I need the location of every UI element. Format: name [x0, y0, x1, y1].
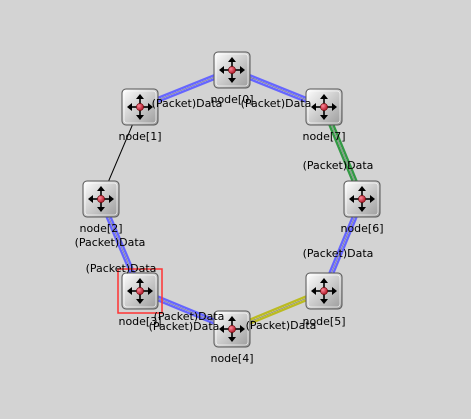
node-label: node[3] — [118, 315, 161, 328]
node-label: node[5] — [302, 315, 345, 328]
router-node5[interactable]: node[5] — [302, 272, 346, 328]
packet-labels-layer: (Packet)Data(Packet)Data(Packet)Data(Pac… — [75, 97, 374, 333]
router-node1[interactable]: node[1] — [118, 88, 162, 143]
packet-label: (Packet)Data — [152, 97, 223, 110]
node-label: node[4] — [210, 352, 253, 365]
router-node2[interactable]: node[2] — [79, 180, 123, 235]
router-icon — [343, 180, 381, 218]
router-node0[interactable]: node[0] — [210, 51, 254, 106]
node-label: node[6] — [340, 222, 383, 235]
packet-label: (Packet)Data — [303, 159, 374, 172]
packet-label: (Packet)Data — [241, 97, 312, 110]
router-node4[interactable]: node[4] — [210, 310, 254, 365]
router-icon — [121, 88, 159, 126]
nodes-layer: node[0] node[1] node[2] node[3] node[4] node[… — [79, 51, 384, 365]
router-node3[interactable]: node[3] — [117, 268, 163, 328]
node-label: node[7] — [302, 130, 345, 143]
router-node6[interactable]: node[6] — [340, 180, 384, 235]
router-icon — [121, 272, 159, 310]
packet-label: (Packet)Data — [303, 247, 374, 260]
node-label: node[2] — [79, 222, 122, 235]
node-label: node[1] — [118, 130, 161, 143]
router-icon — [82, 180, 120, 218]
router-node7[interactable]: node[7] — [302, 88, 346, 143]
packet-label: (Packet)Data — [246, 319, 317, 332]
router-icon — [213, 51, 251, 89]
router-icon — [305, 272, 343, 310]
router-icon — [305, 88, 343, 126]
packet-label: (Packet)Data — [75, 236, 146, 249]
packet-label: (Packet)Data — [149, 320, 220, 333]
node-label: node[0] — [210, 93, 253, 106]
packet-label: (Packet)Data — [154, 310, 225, 323]
selection-frame — [117, 268, 163, 314]
packet-label: (Packet)Data — [86, 262, 157, 275]
router-icon — [213, 310, 251, 348]
